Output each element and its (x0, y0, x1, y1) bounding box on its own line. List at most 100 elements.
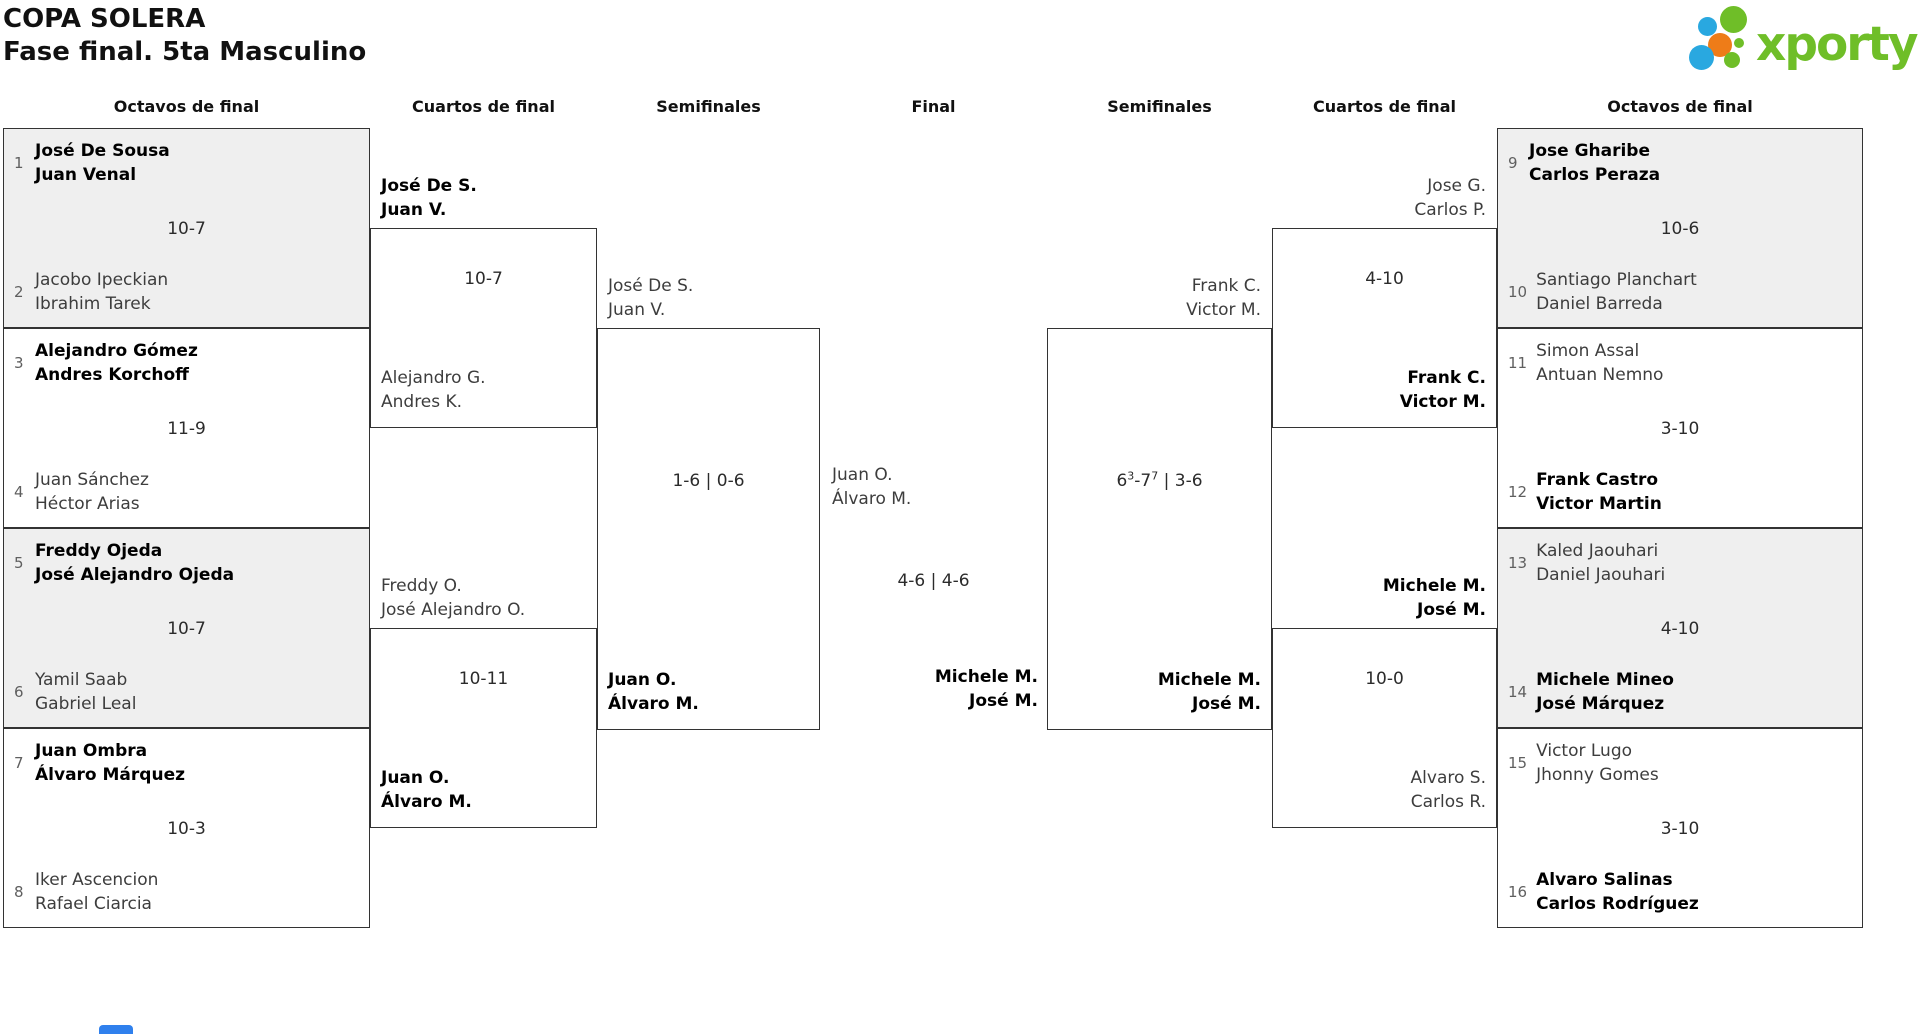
round-header-left-cuartos: Cuartos de final (412, 97, 555, 116)
blue-button-partial[interactable] (99, 1025, 133, 1034)
seed-number: 1 (14, 154, 24, 172)
team-pair: Juan O.Álvaro M. (608, 670, 699, 714)
match-score: 11-9 (167, 419, 206, 439)
round-header-right-semis: Semifinales (1107, 97, 1212, 116)
team-pair: Michele M.José M. (1157, 670, 1261, 714)
team-pair: José De S.Juan V. (381, 176, 477, 220)
round-header-right-cuartos: Cuartos de final (1313, 97, 1456, 116)
match-semifinal-right[interactable]: Frank C.Victor M. 63-77 | 3-6 Michele M.… (1047, 276, 1272, 730)
xporty-logo[interactable]: xporty (1688, 2, 1919, 82)
match-score: 3-10 (1660, 819, 1700, 839)
seed-number: 12 (1508, 483, 1528, 501)
tournament-title: COPA SOLERA (3, 4, 206, 34)
match-score: 3-10 (1660, 419, 1700, 439)
seed-number: 10 (1508, 283, 1528, 301)
seed-number: 11 (1508, 354, 1528, 372)
match-score: 10-6 (1660, 219, 1700, 239)
match-score: 63-77 | 3-6 (1116, 469, 1203, 491)
xporty-dots-icon (1688, 6, 1752, 78)
team-pair: Frank C.Victor M. (1186, 276, 1261, 320)
seed-number: 4 (14, 483, 24, 501)
seed-number: 3 (14, 354, 24, 372)
team-pair: Alejandro G.Andres K. (381, 368, 486, 412)
seed-number: 15 (1508, 754, 1528, 772)
team-pair: Jose G.Carlos P. (1414, 176, 1486, 220)
logo-dot-blue-big (1689, 45, 1714, 70)
match-score: 10-0 (1365, 669, 1404, 689)
seed-number: 13 (1508, 554, 1528, 572)
match-score: 10-7 (167, 619, 206, 639)
seed-number: 9 (1508, 154, 1518, 172)
page-title-block: COPA SOLERA Fase final. 5ta Masculino (3, 3, 366, 69)
xporty-wordmark: xporty (1756, 16, 1919, 72)
match-score: 4-10 (1660, 619, 1700, 639)
seed-number: 14 (1508, 683, 1528, 701)
final-score: 4-6 | 4-6 (897, 571, 970, 591)
match-score: 10-7 (464, 269, 503, 289)
tournament-subtitle: Fase final. 5ta Masculino (3, 37, 367, 67)
seed-number: 7 (14, 754, 24, 772)
logo-dot-green-small (1724, 52, 1740, 68)
match-score: 10-7 (167, 219, 206, 239)
seed-number: 2 (14, 283, 24, 301)
team-pair: José De S.Juan V. (608, 276, 694, 320)
match-cuartos-right-2[interactable]: Michele M.José M. 10-0 Alvaro S.Carlos R… (1272, 576, 1497, 828)
team-pair: Michele M.José M. (1382, 576, 1486, 620)
seed-number: 16 (1508, 883, 1528, 901)
match-cuartos-left-1[interactable]: José De S.Juan V. 10-7 Alejandro G.Andre… (370, 176, 597, 428)
match-cuartos-right-1[interactable]: Jose G.Carlos P. 4-10 Frank C.Victor M. (1272, 176, 1497, 428)
round-header-left-octavos: Octavos de final (113, 97, 260, 116)
logo-dot-blue-small (1698, 17, 1717, 36)
match-cuartos-left-2[interactable]: Freddy O.José Alejandro O. 10-11 Juan O.… (370, 576, 597, 828)
match-score: 1-6 | 0-6 (672, 471, 745, 491)
logo-dot-green-big (1720, 6, 1747, 33)
team-pair: Frank C.Victor M. (1399, 368, 1486, 412)
logo-dot-green-tiny (1734, 38, 1744, 48)
team-pair: Juan O.Álvaro M. (381, 768, 472, 812)
final-team-winner: Michele M.José M. (934, 667, 1038, 711)
team-pair: Alvaro S.Carlos R. (1410, 768, 1486, 812)
match-semifinal-left[interactable]: José De S.Juan V. 1-6 | 0-6 Juan O.Álvar… (597, 276, 820, 730)
seed-number: 6 (14, 683, 24, 701)
match-score: 4-10 (1365, 269, 1404, 289)
final-team-top: Juan O.Álvaro M. (832, 465, 912, 509)
round-header-left-semis: Semifinales (656, 97, 761, 116)
